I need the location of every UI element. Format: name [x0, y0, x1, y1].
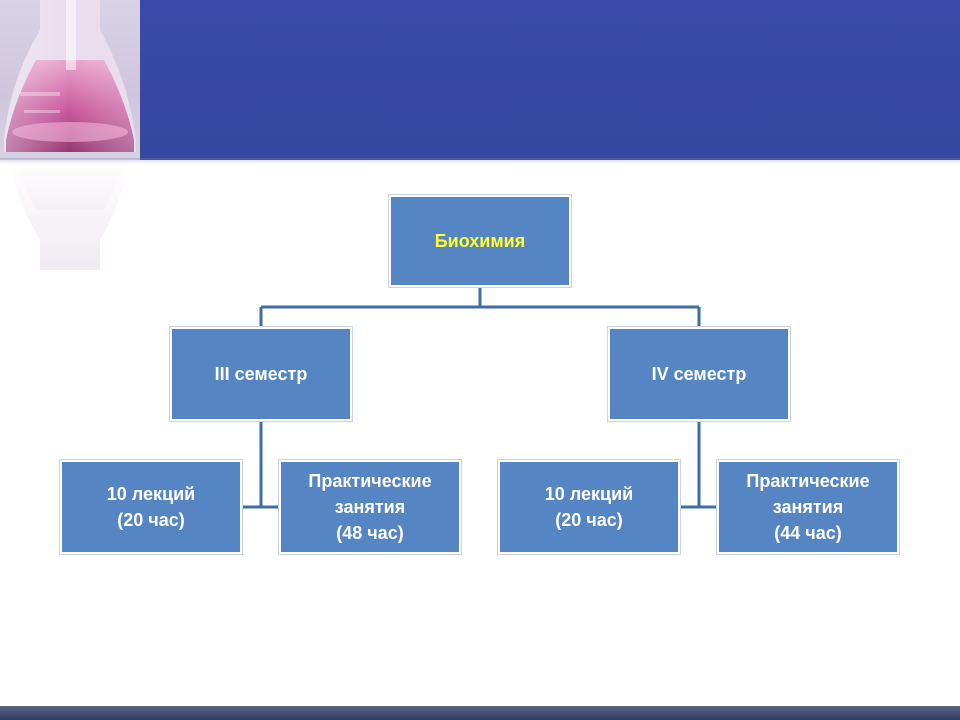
node-s3-lectures: 10 лекций (20 час) [59, 459, 243, 555]
node-semester-4: IV семестр [607, 326, 791, 422]
node-s3-practice: Практические занятия (48 час) [278, 459, 462, 555]
flask-icon [4, 0, 136, 152]
flask-image [0, 0, 140, 160]
node-s4-practice: Практические занятия (44 час) [716, 459, 900, 555]
flask-reflection [0, 160, 140, 270]
header-shadow [0, 158, 960, 164]
node-biochemistry: Биохимия [388, 194, 572, 288]
footer-bar [0, 706, 960, 720]
node-s4-lectures: 10 лекций (20 час) [497, 459, 681, 555]
flask-reflection-icon [4, 160, 136, 270]
header-band [140, 0, 960, 160]
node-semester-3: III семестр [169, 326, 353, 422]
